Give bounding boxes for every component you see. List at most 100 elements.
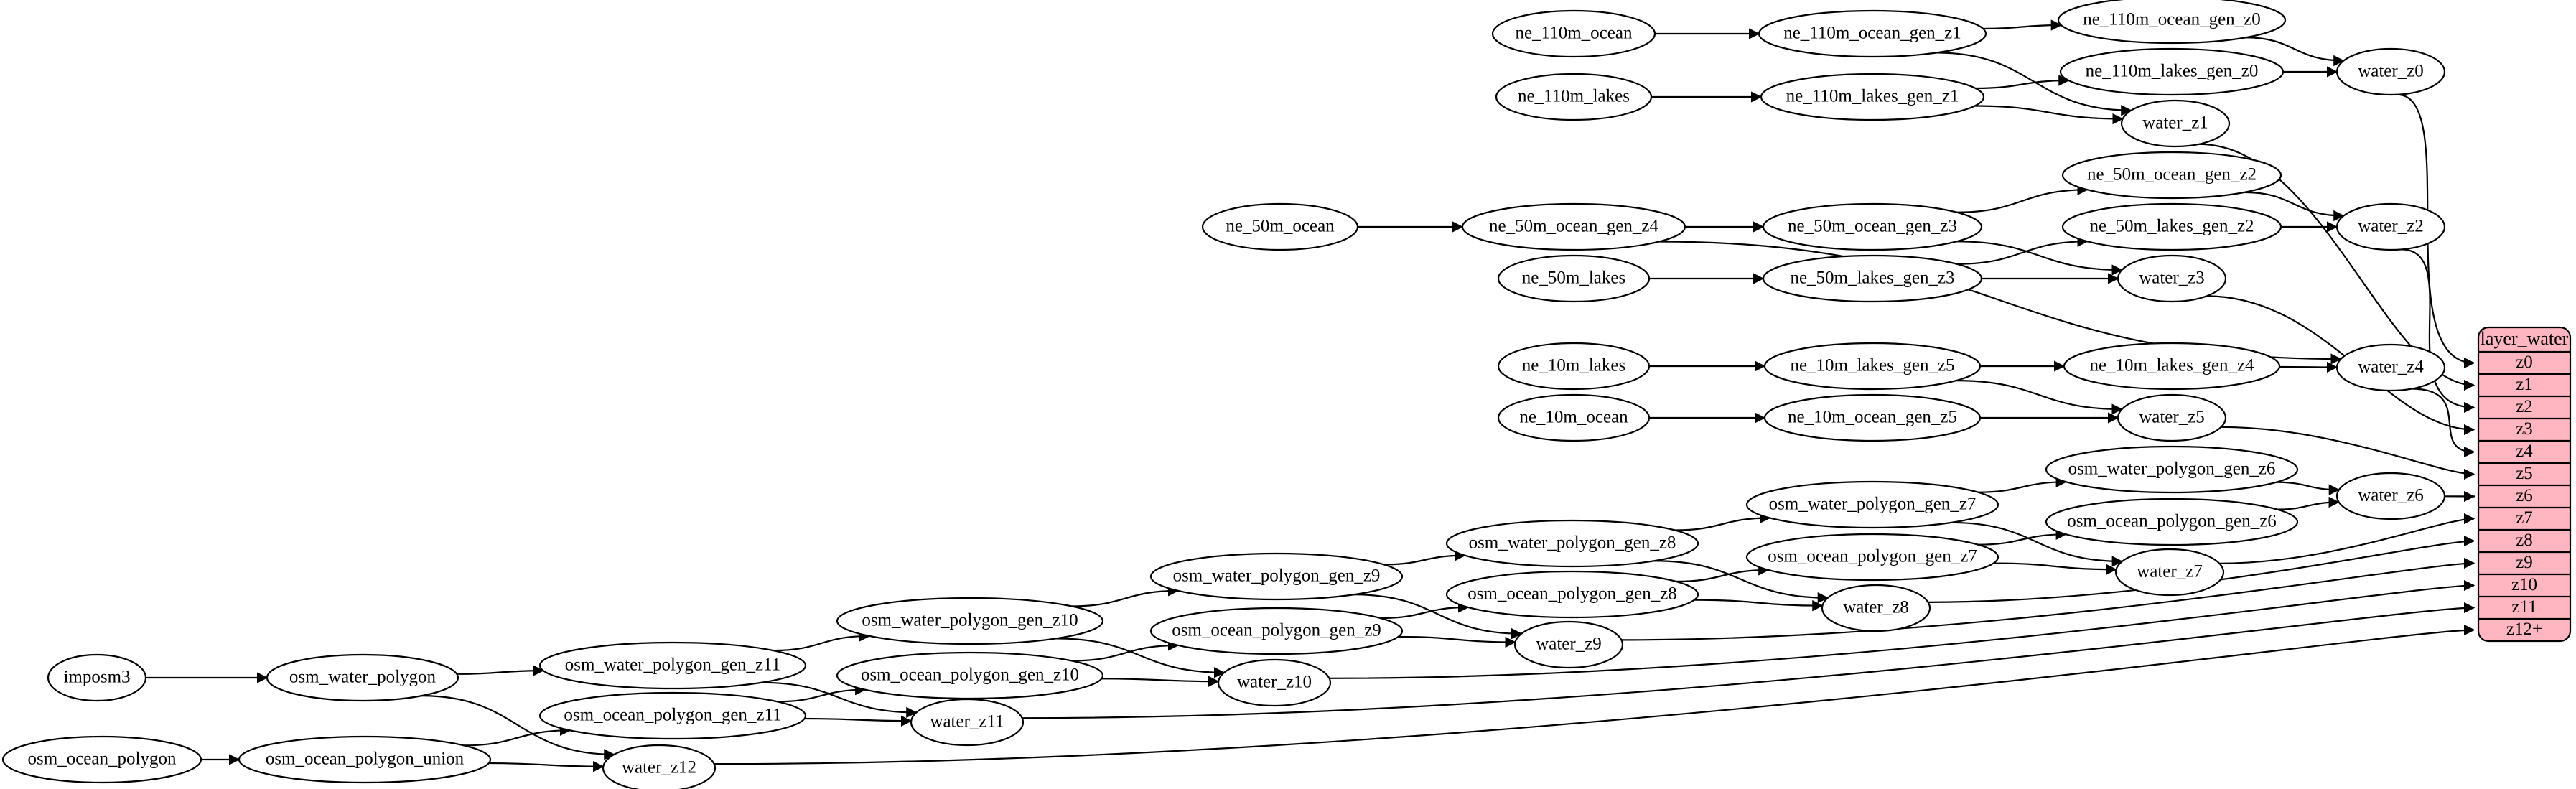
node-label: osm_ocean_polygon xyxy=(28,750,177,769)
node-ellipse xyxy=(2120,99,2231,148)
node-ellipse xyxy=(2059,47,2285,96)
node-water_z8[interactable]: water_z8 xyxy=(1821,584,1931,632)
table-row-label: z12+ xyxy=(2506,620,2542,639)
node-ne_10m_lakes_gen_z4[interactable]: ne_10m_lakes_gen_z4 xyxy=(2063,342,2281,391)
edge-ne_10m_lakes_gen_z5-to-water_z5 xyxy=(1956,380,2123,415)
node-water_z6[interactable]: water_z6 xyxy=(2335,472,2446,520)
edge-water_z7-to-row-z7 xyxy=(2219,513,2475,564)
edge-osm_ocean_polygon_gen_z9-to-water_z9 xyxy=(1398,635,1516,648)
edge-osm_water_polygon_gen_z11-to-water_z11 xyxy=(761,681,918,719)
node-ne_50m_lakes_gen_z2[interactable]: ne_50m_lakes_gen_z2 xyxy=(2061,202,2282,251)
edge-ne_50m_ocean_gen_z3-to-water_z3 xyxy=(1956,241,2123,276)
node-ne_110m_lakes_gen_z0[interactable]: ne_110m_lakes_gen_z0 xyxy=(2059,47,2285,96)
node-ellipse xyxy=(47,653,147,702)
node-water_z11[interactable]: water_z11 xyxy=(910,698,1025,747)
node-water_z0[interactable]: water_z0 xyxy=(2335,47,2446,96)
node-ellipse xyxy=(2117,393,2227,442)
node-ne_10m_lakes_gen_z5[interactable]: ne_10m_lakes_gen_z5 xyxy=(1763,342,1982,391)
table-body xyxy=(2477,326,2572,643)
node-label: imposm3 xyxy=(63,668,130,687)
node-label: water_z4 xyxy=(2358,358,2424,377)
node-imposm3[interactable]: imposm3 xyxy=(47,653,147,702)
node-label: water_z7 xyxy=(2137,562,2203,582)
node-water_z4[interactable]: water_z4 xyxy=(2335,343,2446,392)
node-water_z5[interactable]: water_z5 xyxy=(2117,393,2227,442)
node-water_z12[interactable]: water_z12 xyxy=(602,744,717,789)
node-ellipse xyxy=(1497,254,1651,303)
node-ne_110m_ocean_gen_z0[interactable]: ne_110m_ocean_gen_z0 xyxy=(2057,0,2287,45)
edge-osm_water_polygon-to-osm_water_polygon_gen_z11 xyxy=(457,665,544,676)
node-ne_50m_ocean_gen_z3[interactable]: ne_50m_ocean_gen_z3 xyxy=(1762,202,1983,251)
node-water_z10[interactable]: water_z10 xyxy=(1217,658,1332,707)
node-ellipse xyxy=(1445,570,1699,619)
node-ne_50m_lakes[interactable]: ne_50m_lakes xyxy=(1497,254,1651,303)
node-label: osm_water_polygon_gen_z9 xyxy=(1173,566,1381,586)
node-osm_ocean_polygon_gen_z11[interactable]: osm_ocean_polygon_gen_z11 xyxy=(538,691,807,740)
node-ne_10m_ocean[interactable]: ne_10m_ocean xyxy=(1497,393,1651,442)
node-ellipse xyxy=(1758,9,1987,58)
table-row-label: z10 xyxy=(2511,575,2537,594)
edge-osm_ocean_polygon_gen_z9-to-osm_ocean_polygon_gen_z8 xyxy=(1380,602,1470,620)
node-ellipse xyxy=(1149,607,1404,655)
table-row-label: z1 xyxy=(2516,375,2533,394)
node-ne_10m_ocean_gen_z5[interactable]: ne_10m_ocean_gen_z5 xyxy=(1763,393,1982,442)
node-osm_ocean_polygon_union[interactable]: osm_ocean_polygon_union xyxy=(238,735,492,784)
node-osm_water_polygon_gen_z8[interactable]: osm_water_polygon_gen_z8 xyxy=(1445,519,1699,568)
table-row-label: z8 xyxy=(2516,531,2533,550)
node-ne_110m_ocean_gen_z1[interactable]: ne_110m_ocean_gen_z1 xyxy=(1758,9,1987,58)
node-osm_water_polygon_gen_z11[interactable]: osm_water_polygon_gen_z11 xyxy=(538,641,807,690)
node-ne_110m_lakes[interactable]: ne_110m_lakes xyxy=(1495,73,1653,121)
edge-osm_ocean_polygon_gen_z7-to-water_z7 xyxy=(1993,562,2117,575)
node-label: water_z3 xyxy=(2139,269,2205,288)
node-water_z3[interactable]: water_z3 xyxy=(2117,254,2227,303)
node-osm_ocean_polygon_gen_z10[interactable]: osm_ocean_polygon_gen_z10 xyxy=(836,651,1104,700)
edge-ne_110m_ocean_gen_z1-to-ne_110m_ocean_gen_z0 xyxy=(1983,19,2063,31)
node-label: ne_110m_lakes_gen_z0 xyxy=(2086,62,2259,81)
edge-water_z2-to-row-z2 xyxy=(2401,248,2475,414)
node-ne_50m_lakes_gen_z3[interactable]: ne_50m_lakes_gen_z3 xyxy=(1762,254,1983,303)
node-ne_50m_ocean_gen_z4[interactable]: ne_50m_ocean_gen_z4 xyxy=(1461,202,1686,251)
node-label: osm_ocean_polygon_gen_z10 xyxy=(861,666,1079,685)
node-label: ne_50m_lakes_gen_z3 xyxy=(1790,269,1954,288)
table-row-label: z5 xyxy=(2516,464,2533,483)
node-ne_50m_ocean_gen_z2[interactable]: ne_50m_ocean_gen_z2 xyxy=(2061,151,2282,200)
node-osm_ocean_polygon_gen_z6[interactable]: osm_ocean_polygon_gen_z6 xyxy=(2045,498,2299,546)
node-ne_110m_ocean[interactable]: ne_110m_ocean xyxy=(1491,9,1656,58)
node-ellipse xyxy=(1497,342,1651,391)
node-ne_10m_lakes[interactable]: ne_10m_lakes xyxy=(1497,342,1651,391)
node-ne_50m_ocean[interactable]: ne_50m_ocean xyxy=(1201,202,1359,251)
node-ellipse xyxy=(1149,552,1404,601)
node-ellipse xyxy=(2045,445,2299,494)
node-osm_water_polygon[interactable]: osm_water_polygon xyxy=(266,653,459,702)
node-ellipse xyxy=(2057,0,2287,45)
node-osm_ocean_polygon[interactable]: osm_ocean_polygon xyxy=(1,735,202,784)
edge-osm_water_polygon_gen_z11-to-osm_water_polygon_gen_z10 xyxy=(773,630,871,652)
node-water_z2[interactable]: water_z2 xyxy=(2335,202,2446,251)
node-osm_water_polygon_gen_z7[interactable]: osm_water_polygon_gen_z7 xyxy=(1745,480,1999,529)
edge-osm_water_polygon_gen_z6-to-water_z6 xyxy=(2276,481,2341,495)
node-osm_water_polygon_gen_z6[interactable]: osm_water_polygon_gen_z6 xyxy=(2045,445,2299,494)
node-osm_ocean_polygon_gen_z7[interactable]: osm_ocean_polygon_gen_z7 xyxy=(1745,533,1999,582)
node-ellipse xyxy=(2335,472,2446,520)
table-header-label: layer_water xyxy=(2481,328,2569,349)
edge-water_z9-to-row-z9 xyxy=(1621,557,2475,641)
edge-water_z12-to-row-z12+ xyxy=(714,624,2475,765)
node-ellipse xyxy=(1,735,202,784)
node-ne_110m_lakes_gen_z1[interactable]: ne_110m_lakes_gen_z1 xyxy=(1760,73,1985,121)
node-ellipse xyxy=(2063,342,2281,391)
edge-osm_water_polygon_gen_z7-to-osm_water_polygon_gen_z6 xyxy=(1978,476,2068,493)
node-water_z9[interactable]: water_z9 xyxy=(1513,620,1624,669)
node-osm_water_polygon_gen_z10[interactable]: osm_water_polygon_gen_z10 xyxy=(836,597,1104,645)
node-label: ne_10m_ocean xyxy=(1519,408,1628,427)
node-water_z1[interactable]: water_z1 xyxy=(2120,99,2231,148)
node-water_z7[interactable]: water_z7 xyxy=(2114,548,2225,597)
node-osm_water_polygon_gen_z9[interactable]: osm_water_polygon_gen_z9 xyxy=(1149,552,1404,601)
node-osm_ocean_polygon_gen_z9[interactable]: osm_ocean_polygon_gen_z9 xyxy=(1149,607,1404,655)
node-ellipse xyxy=(836,597,1104,645)
node-osm_ocean_polygon_gen_z8[interactable]: osm_ocean_polygon_gen_z8 xyxy=(1445,570,1699,619)
node-ellipse xyxy=(2335,202,2446,251)
node-label: osm_ocean_polygon_gen_z11 xyxy=(564,706,781,725)
node-ellipse xyxy=(1461,202,1686,251)
edge-osm_ocean_polygon_gen_z7-to-osm_ocean_polygon_gen_z6 xyxy=(1978,528,2068,546)
